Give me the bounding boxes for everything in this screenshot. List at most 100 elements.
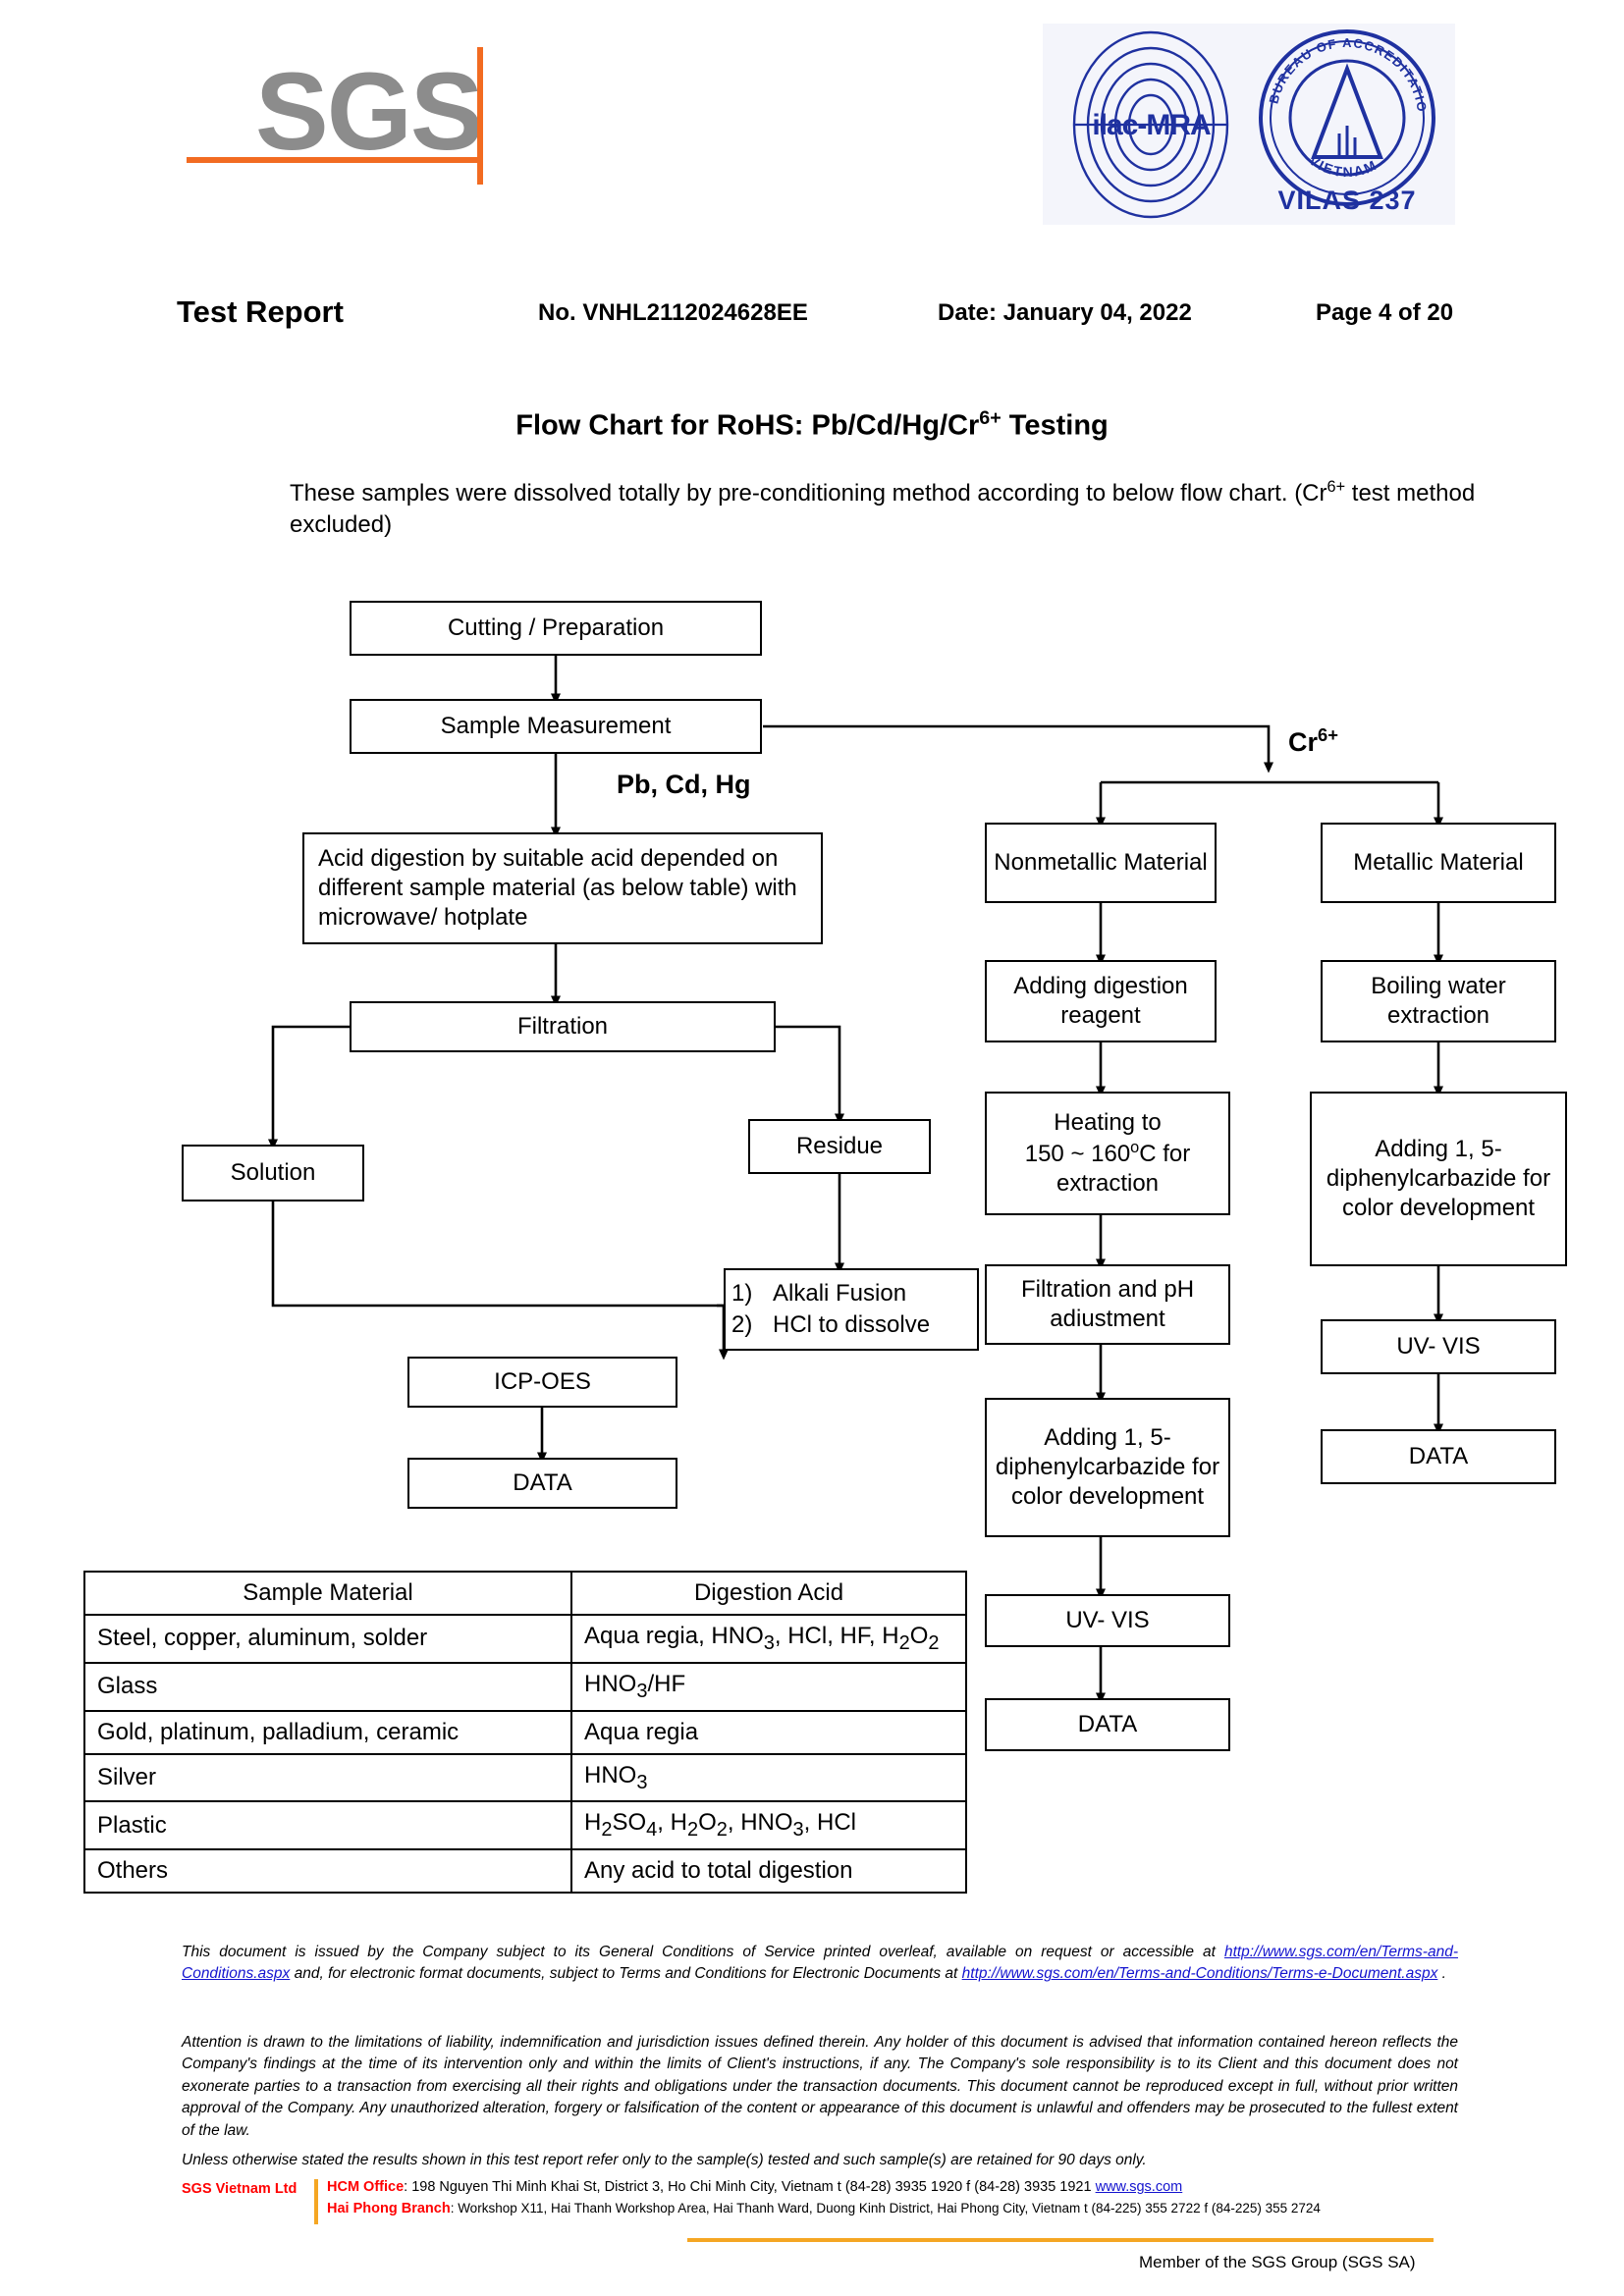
node-metallic-material-label: Metallic Material [1353,849,1524,876]
node-uv-vis-right-label: UV- VIS [1396,1333,1481,1360]
flow-chart-title-superscript: 6+ [979,407,1001,429]
branch-label-cr6-superscript: 6+ [1318,724,1338,745]
sgs-website-link[interactable]: www.sgs.com [1095,2179,1183,2195]
vilas-number: VILAS 237 [1277,186,1417,215]
page-number: Page 4 of 20 [1316,299,1454,326]
intro-text-part1: These samples were dissolved totally by … [290,480,1327,507]
intro-paragraph: These samples were dissolved totally by … [290,476,1507,542]
node-icp-oes: ICP-OES [407,1357,677,1408]
table-header-sample-material: Sample Material [83,1571,572,1616]
terms-and-conditions-link[interactable]: http://www.sgs.com/en/Terms-and-Conditio… [182,1944,1458,1983]
node-data-left: DATA [407,1458,677,1509]
cell-digestion-acid: HNO3/HF [570,1661,967,1712]
heating-line-3: extraction [1056,1170,1160,1197]
node-boiling-water-extraction-label: Boiling water extraction [1371,973,1506,1029]
node-sample-measurement: Sample Measurement [350,699,762,754]
node-filtration-label: Filtration [516,1013,609,1040]
node-heating-extraction: Heating to 150 ~ 160oC for extraction [985,1092,1230,1215]
bureau-seal-icon: BUREAU OF ACCREDITATION VIETNAM [1249,27,1435,206]
terms-e-document-link[interactable]: http://www.sgs.com/en/Terms-and-Conditio… [961,1965,1438,1983]
alkali-item-2-number: 2) [731,1311,753,1338]
node-adding-digestion-reagent: Adding digestion reagent [985,960,1217,1042]
member-of-sgs-group: Member of the SGS Group (SGS SA) [1139,2253,1416,2271]
heating-line-1: Heating to [1054,1109,1162,1136]
cell-digestion-acid: H2SO4, H2O2, HNO3, HCl [570,1800,967,1851]
ilac-rings-icon [1072,30,1229,219]
footer-retention-paragraph: Unless otherwise stated the results show… [182,2152,1147,2168]
node-data-left-label: DATA [513,1469,572,1496]
company-name: SGS Vietnam Ltd [182,2181,298,2197]
page-title: Test Report [177,294,344,329]
table-header-digestion-acid: Digestion Acid [570,1571,967,1616]
node-solution-label: Solution [230,1159,316,1186]
node-residue-label: Residue [795,1133,884,1159]
cell-sample-material: Others [83,1848,572,1895]
node-filtration-ph-adjustment: Filtration and pH adiustment [985,1264,1230,1345]
node-dpc-color-development-middle: Adding 1, 5-diphenylcarbazide for color … [985,1398,1230,1537]
footer-rule [687,2238,1434,2242]
heating-line-2-post: C for [1139,1141,1191,1167]
node-dpc-color-development-right: Adding 1, 5-diphenylcarbazide for color … [1310,1092,1567,1266]
node-alkali-fusion: 1)Alkali Fusion 2)HCl to dissolve [724,1268,979,1351]
footer-terms-text-c: . [1437,1965,1446,1983]
node-data-right-label: DATA [1408,1443,1469,1469]
footer-terms-text-b: and, for electronic format documents, su… [290,1965,962,1983]
ilac-mra-logo: ilac-MRA [1060,29,1242,221]
flow-chart-title: Flow Chart for RoHS: Pb/Cd/Hg/Cr6+ Testi… [0,407,1624,443]
node-residue: Residue [748,1119,931,1174]
address-divider [314,2179,318,2224]
table-header-row: Sample Material Digestion Acid [83,1571,967,1616]
intro-superscript: 6+ [1326,478,1346,496]
node-data-middle: DATA [985,1698,1230,1751]
node-acid-digestion: Acid digestion by suitable acid depended… [302,832,823,944]
cell-digestion-acid: Aqua regia, HNO3, HCl, HF, H2O2 [570,1614,967,1664]
cell-sample-material: Silver [83,1752,572,1803]
hai-phong-branch-label: Hai Phong Branch [327,2200,451,2216]
node-filtration-ph-adjustment-label: Filtration and pH adiustment [1020,1276,1195,1332]
cell-sample-material: Gold, platinum, palladium, ceramic [83,1709,572,1755]
node-data-middle-label: DATA [1077,1711,1138,1737]
node-cutting-preparation-label: Cutting / Preparation [447,614,665,641]
hcm-office-label: HCM Office [327,2179,405,2195]
node-solution: Solution [182,1145,364,1201]
sgs-logo: SGS [187,39,550,185]
alkali-item-1-label: Alkali Fusion [773,1279,907,1307]
footer-terms-paragraph: This document is issued by the Company s… [182,1942,1458,1986]
flow-chart-title-suffix: Testing [1001,409,1109,442]
alkali-item-1-number: 1) [731,1279,753,1307]
branch-label-pb-cd-hg: Pb, Cd, Hg [617,770,751,799]
node-alkali-fusion-list: 1)Alkali Fusion 2)HCl to dissolve [731,1278,971,1342]
node-metallic-material: Metallic Material [1321,823,1556,903]
branch-label-cr6-base: Cr [1288,727,1319,757]
hai-phong-branch-line: Hai Phong Branch: Workshop X11, Hai Than… [182,2199,1478,2220]
node-uv-vis-right: UV- VIS [1321,1319,1556,1374]
node-dpc-color-development-right-label: Adding 1, 5-diphenylcarbazide for color … [1326,1136,1551,1221]
node-data-right: DATA [1321,1429,1556,1484]
hai-phong-branch-address: : Workshop X11, Hai Thanh Workshop Area,… [450,2200,1321,2216]
accreditation-marks: ilac-MRA BUREAU OF ACCREDITATION VIETNAM… [1043,24,1455,225]
cell-digestion-acid: HNO3 [570,1752,967,1803]
cell-sample-material: Steel, copper, aluminum, solder [83,1614,572,1664]
report-date: Date: January 04, 2022 [938,299,1192,326]
intro-text-part2: test method excluded) [290,480,1476,539]
heating-degree-symbol: o [1130,1139,1140,1156]
sgs-address-block: SGS Vietnam Ltd HCM Office: 198 Nguyen T… [182,2177,1478,2224]
node-cutting-preparation: Cutting / Preparation [350,601,762,656]
cell-digestion-acid: Any acid to total digestion [570,1848,967,1895]
hcm-office-line: HCM Office: 198 Nguyen Thi Minh Khai St,… [182,2177,1478,2199]
sgs-logo-vertical-bar [477,47,483,185]
heating-line-2-pre: 150 ~ 160 [1024,1141,1131,1167]
footer-liability-paragraph: Attention is drawn to the limitations of… [182,2034,1458,2139]
node-heating-extraction-label: Heating to 150 ~ 160oC for extraction [1025,1108,1191,1199]
node-acid-digestion-label: Acid digestion by suitable acid depended… [318,845,797,931]
flow-chart-title-prefix: Flow Chart for RoHS: Pb/Cd/Hg/Cr [515,409,980,442]
report-number: No. VNHL2112024628EE [538,299,808,326]
sgs-wordmark: SGS [255,50,484,173]
ilac-mra-text: ilac-MRA [1092,108,1211,141]
